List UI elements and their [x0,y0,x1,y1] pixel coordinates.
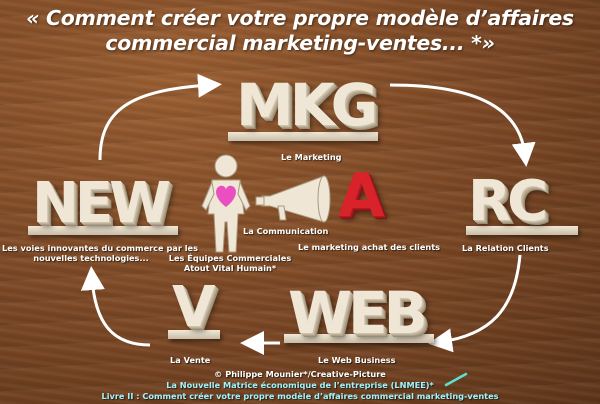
web-block: WEB [288,279,428,347]
label-new-line2: nouvelles technologies... [33,253,149,263]
credit-line2: La Nouvelle Matrice économique de l’entr… [166,380,434,390]
label-achat: Le marketing achat des clients [298,242,441,252]
new-block: NEW [32,171,171,236]
arrow-v-to-new [80,266,151,347]
credit-line3: Livre II : Comment créer votre propre mo… [101,391,499,401]
credit-line1: © Philippe Mounier*/Creative-Picture [214,369,386,379]
web-base [284,334,434,343]
rc-block: RC [468,169,548,234]
label-web: Le Web Business [318,355,396,365]
mkg-block: MKG [236,71,378,139]
arrow-mkg-to-rc [389,83,536,167]
mkg-base [228,132,378,141]
label-equipes-line1: Les Équipes Commerciales [168,253,292,263]
title-line-1: « Comment créer votre propre modèle d’af… [26,6,574,30]
label-marketing: Le Marketing [281,152,342,162]
label-equipes: Les Équipes Commerciales Atout Vital Hum… [160,253,300,273]
label-rc: La Relation Clients [462,243,549,253]
heart-icon [216,185,236,207]
v-block: V [172,275,215,340]
title-line-2: commercial marketing-ventes... *» [105,31,495,55]
label-vente: La Vente [170,355,211,365]
arrow-rc-to-web [428,254,522,353]
label-equipes-line2: Atout Vital Humain* [183,263,277,273]
a-block: A [338,161,384,231]
arrow-new-to-mkg [98,73,222,161]
label-new: Les voies innovantes du commerce par les… [2,243,198,263]
label-new-line1: Les voies innovantes du commerce par les [2,243,198,253]
new-base [28,226,178,235]
v-base [168,330,220,339]
label-communication: La Communication [243,226,329,236]
rc-base [466,226,578,235]
